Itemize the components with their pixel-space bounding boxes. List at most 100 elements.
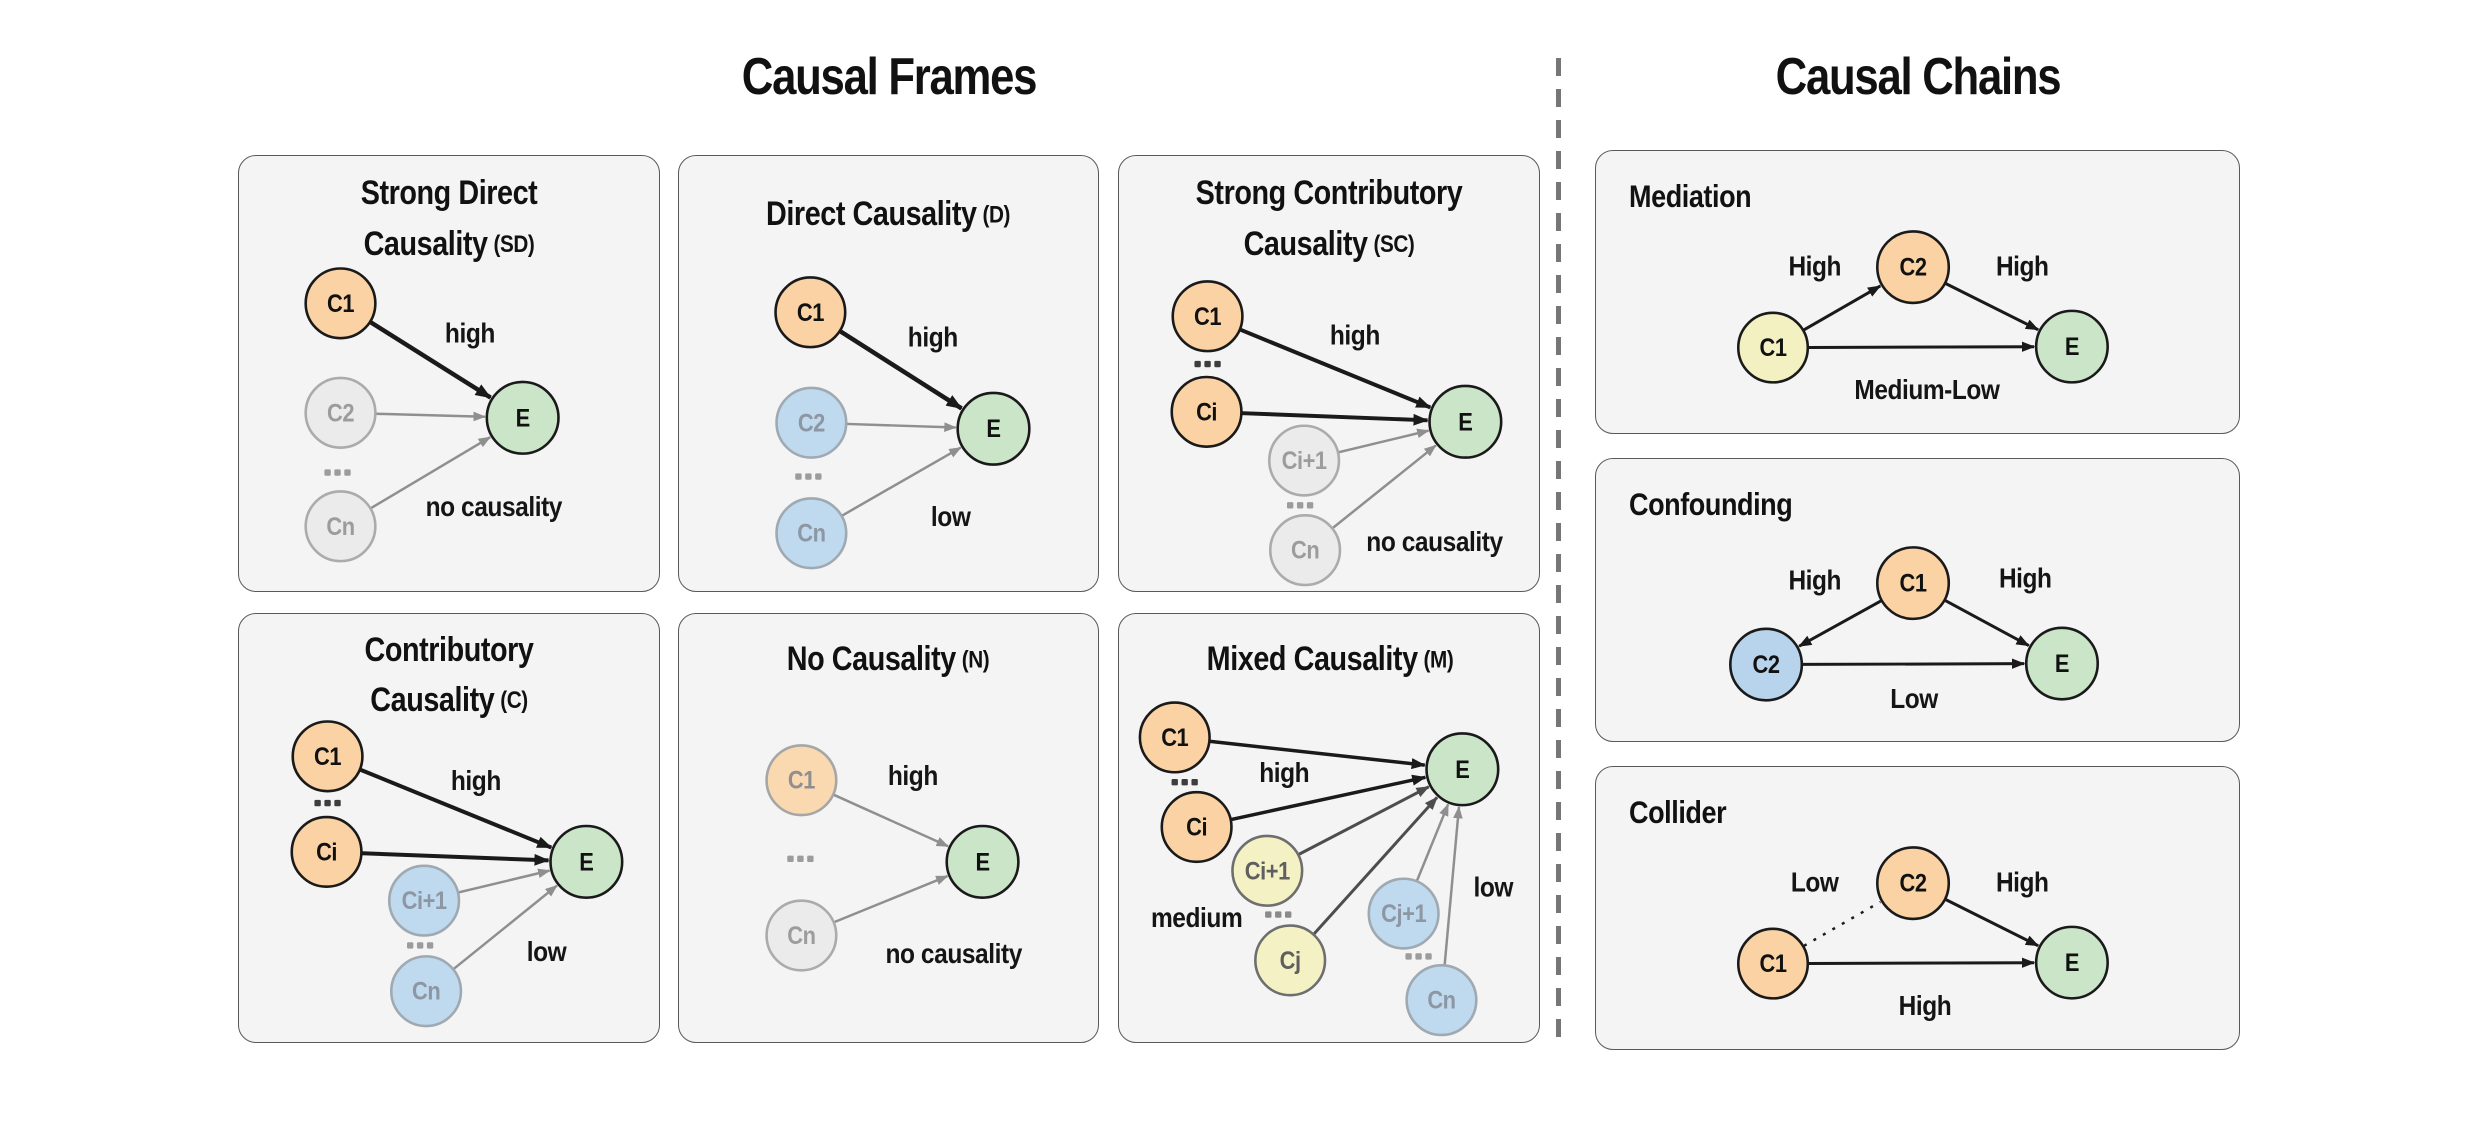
- edge-label: high: [888, 759, 938, 791]
- node-label-c2: C2: [327, 399, 355, 427]
- node-ci: [1170, 375, 1243, 448]
- node-c2: [1875, 846, 1951, 921]
- node-cn: [775, 497, 848, 570]
- edge-c2-to-e: [1945, 282, 2040, 332]
- edge-ci-to-e: [1242, 411, 1429, 426]
- node-label-ci: Ci: [316, 838, 337, 866]
- node-label-ci: Ci: [1196, 398, 1217, 426]
- edge-ci-to-e: [1231, 774, 1427, 822]
- edge-label: High: [1996, 866, 2049, 898]
- node-label-ci1: Ci+1: [402, 887, 447, 915]
- node-label-cn: Cn: [787, 922, 815, 950]
- node-e: [485, 380, 560, 455]
- edge-label: high: [445, 317, 495, 349]
- node-c1: [1736, 927, 1810, 1000]
- edge-c1-to-e: [369, 320, 492, 400]
- node-cj: [1254, 924, 1327, 997]
- node-label-ci1: Ci+1: [1282, 447, 1327, 475]
- section-title-causal-frames: Causal Frames: [741, 48, 1038, 106]
- edge-c1-to-e: [839, 329, 963, 411]
- node-label-c2: C2: [798, 409, 826, 437]
- node-label-c1: C1: [788, 766, 816, 794]
- node-cn: [765, 899, 838, 972]
- edge-c2-to-e: [376, 411, 486, 422]
- edge-cj1-to-e: [1415, 803, 1450, 881]
- ellipsis-dots-icon: [1405, 953, 1432, 960]
- edge-c1-to-e: [833, 793, 949, 848]
- node-label-e: E: [579, 848, 593, 876]
- edge-label: high: [908, 321, 958, 353]
- node-ci1: [1267, 424, 1341, 497]
- node-ci: [1160, 790, 1233, 864]
- edge-label: medium: [1151, 902, 1242, 934]
- edge-label: low: [931, 500, 972, 532]
- ellipsis-dots-icon: [407, 942, 434, 949]
- edge-cn-to-e: [453, 884, 558, 970]
- node-e: [2034, 925, 2109, 1000]
- node-c2: [1729, 627, 1804, 702]
- edge-cn-to-e: [834, 874, 949, 924]
- edge-label: High: [1788, 250, 1841, 282]
- node-label-cn: Cn: [326, 512, 354, 540]
- edge-c2-to-e: [847, 422, 957, 432]
- edge-ci1-to-e: [1338, 428, 1430, 454]
- panel-title: No Causality(N): [787, 640, 989, 678]
- node-label-cn: Cn: [412, 977, 440, 1005]
- node-label-e: E: [516, 404, 530, 432]
- edge-ci1-to-e: [1298, 785, 1430, 856]
- edge-label: Medium-Low: [1854, 373, 2000, 405]
- panel-title: Mixed Causality(M): [1207, 640, 1454, 678]
- node-cn: [389, 955, 463, 1028]
- node-label-c1: C1: [1194, 302, 1222, 330]
- edge-label: no causality: [885, 937, 1022, 969]
- panel-title: Causality(SD): [364, 225, 535, 263]
- edge-label: High: [1996, 250, 2049, 282]
- edge-label: Low: [1791, 866, 1840, 898]
- edge-c2-to-e: [1945, 898, 2040, 948]
- node-cn: [1405, 964, 1478, 1037]
- edge-c1-to-e: [1210, 739, 1426, 770]
- panel-title: Confounding: [1629, 487, 1792, 523]
- node-label-e: E: [2065, 949, 2079, 977]
- node-label-cn: Cn: [797, 519, 825, 547]
- node-e: [945, 824, 1020, 899]
- node-c1: [774, 276, 847, 349]
- edge-label: low: [1473, 871, 1514, 903]
- node-c2: [775, 386, 848, 459]
- ellipsis-dots-icon: [1265, 911, 1292, 918]
- edge-cn-to-e: [841, 446, 962, 517]
- edge-c1-to-e: [360, 768, 553, 850]
- node-cj1: [1367, 877, 1440, 950]
- ellipsis-dots-icon: [1194, 360, 1221, 368]
- edge-cn-to-e: [1443, 805, 1463, 965]
- node-cn: [1268, 514, 1342, 587]
- node-label-e: E: [986, 415, 1000, 443]
- edge-c1-to-c2: [1798, 599, 1882, 648]
- node-e: [2034, 309, 2109, 384]
- edge-label: no causality: [426, 490, 563, 522]
- node-c1: [765, 744, 838, 817]
- node-label-e: E: [975, 848, 989, 876]
- node-c1: [1875, 546, 1951, 621]
- edge-label: high: [1259, 756, 1309, 788]
- node-label-cn: Cn: [1427, 986, 1455, 1014]
- panel-title: Causality(SC): [1244, 225, 1415, 263]
- dashed-divider: [1556, 58, 1561, 1050]
- node-label-e: E: [1455, 755, 1469, 783]
- section-title-causal-chains: Causal Chains: [1775, 48, 2062, 106]
- edge-ci-to-e: [362, 851, 550, 866]
- edge-label: high: [1330, 319, 1380, 351]
- node-label-c2: C2: [1900, 253, 1927, 281]
- edge-label: High: [1999, 562, 2052, 594]
- panel-title: Contributory: [364, 631, 534, 669]
